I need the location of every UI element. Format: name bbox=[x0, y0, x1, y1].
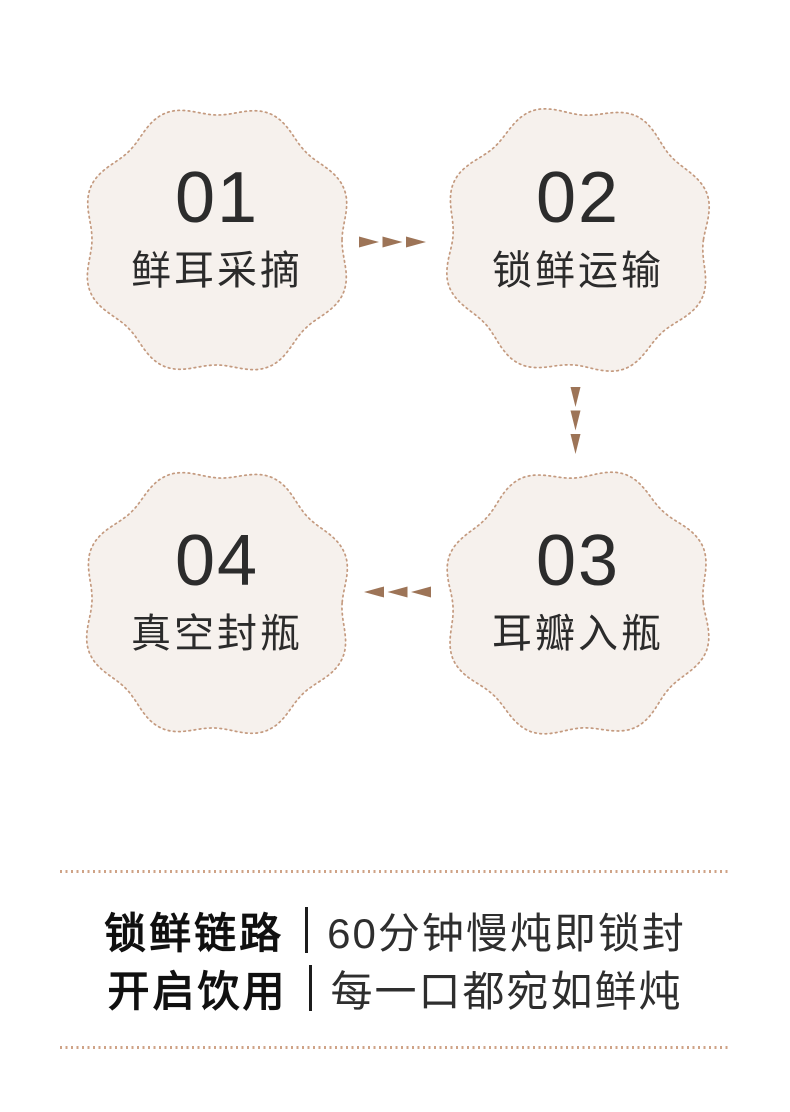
process-step-2: 02 锁鲜运输 bbox=[438, 100, 718, 380]
arrow-right-icon bbox=[359, 236, 426, 248]
step-number: 02 bbox=[535, 158, 621, 238]
flower-blob-shape bbox=[86, 109, 348, 371]
caption-line-1: 锁鲜链路 60分钟慢炖即锁封 bbox=[0, 901, 790, 959]
dotted-divider-top bbox=[60, 870, 730, 873]
flower-blob-shape bbox=[446, 471, 710, 735]
process-step-1: 01 鲜耳采摘 bbox=[77, 100, 357, 380]
step-content: 01 鲜耳采摘 bbox=[77, 87, 357, 367]
footer-captions: 锁鲜链路 60分钟慢炖即锁封 开启饮用 每一口都宛如鲜炖 bbox=[0, 901, 790, 1017]
caption-label: 锁鲜链路 bbox=[104, 909, 285, 957]
caption-label: 开启饮用 bbox=[107, 967, 288, 1015]
step-label: 锁鲜运输 bbox=[492, 249, 664, 293]
caption-text: 每一口都宛如鲜炖 bbox=[330, 967, 683, 1015]
flower-blob-shape bbox=[445, 107, 711, 373]
separator-bar bbox=[305, 907, 309, 953]
step-content: 03 耳瓣入瓶 bbox=[438, 450, 718, 730]
arrow-down-icon bbox=[570, 387, 581, 454]
step-number: 04 bbox=[174, 521, 260, 601]
process-step-3: 03 耳瓣入瓶 bbox=[438, 463, 718, 743]
process-step-4: 04 真空封瓶 bbox=[77, 463, 357, 743]
step-label: 耳瓣入瓶 bbox=[492, 612, 664, 656]
dotted-divider-bottom bbox=[60, 1046, 730, 1049]
caption-line-2: 开启饮用 每一口都宛如鲜炖 bbox=[0, 959, 790, 1017]
step-number: 01 bbox=[174, 158, 260, 238]
flower-blob-shape bbox=[85, 471, 349, 735]
arrow-left-icon bbox=[364, 586, 431, 598]
step-content: 04 真空封瓶 bbox=[77, 450, 357, 730]
caption-text: 60分钟慢炖即锁封 bbox=[327, 909, 686, 957]
step-label: 鲜耳采摘 bbox=[131, 249, 303, 293]
separator-bar bbox=[308, 965, 312, 1011]
step-number: 03 bbox=[535, 521, 621, 601]
step-content: 02 锁鲜运输 bbox=[438, 87, 718, 367]
step-label: 真空封瓶 bbox=[131, 612, 303, 656]
